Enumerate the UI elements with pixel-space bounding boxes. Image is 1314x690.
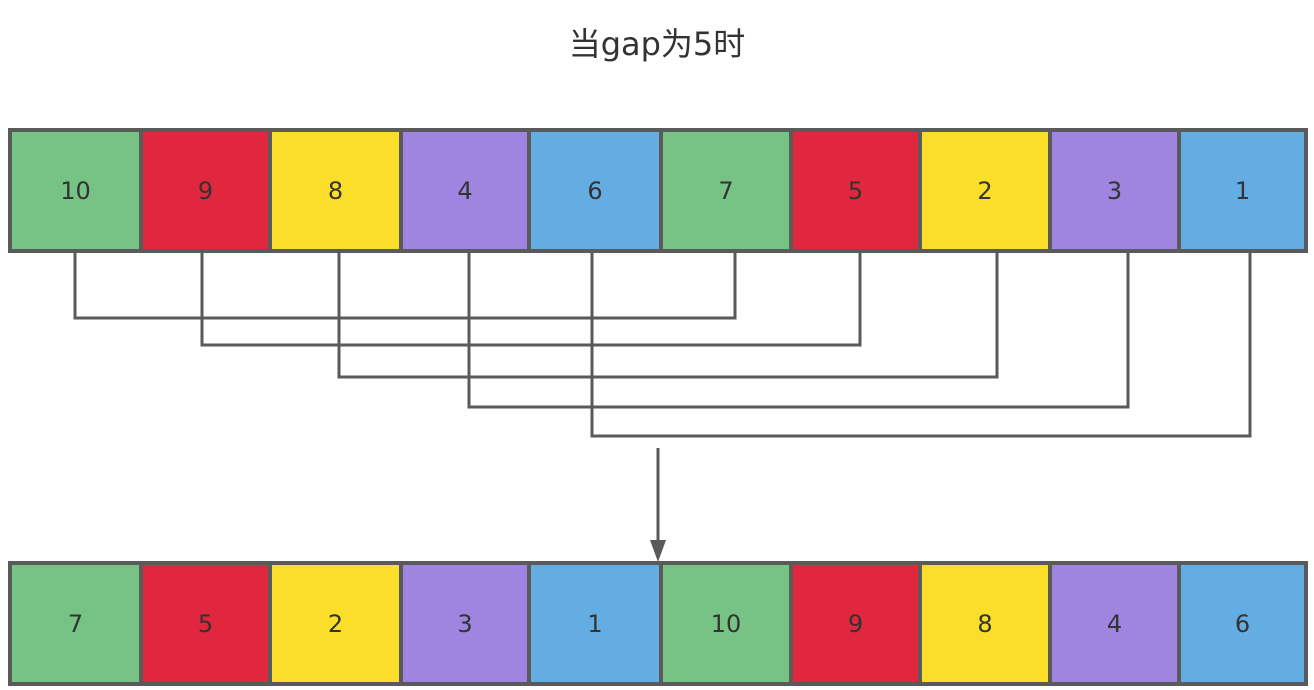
after-cell-4: 1 bbox=[527, 561, 663, 686]
before-cell-2: 8 bbox=[268, 128, 403, 253]
gap-pair-connector-1 bbox=[200, 253, 862, 347]
down-arrow-icon bbox=[650, 540, 666, 562]
after-cell-9: 6 bbox=[1177, 561, 1308, 686]
after-cell-6: 9 bbox=[789, 561, 922, 686]
gap-pair-connector-2 bbox=[337, 253, 999, 379]
gap-pair-connector-3 bbox=[467, 253, 1130, 409]
before-cell-3: 4 bbox=[399, 128, 531, 253]
before-cell-0: 10 bbox=[8, 128, 143, 253]
after-cell-5: 10 bbox=[659, 561, 793, 686]
before-cell-8: 3 bbox=[1048, 128, 1181, 253]
gap-pair-connector-0 bbox=[73, 253, 737, 320]
after-cell-0: 7 bbox=[8, 561, 143, 686]
after-cell-3: 3 bbox=[399, 561, 531, 686]
gap-pair-connector-4 bbox=[590, 253, 1252, 438]
after-cell-1: 5 bbox=[139, 561, 272, 686]
before-cell-9: 1 bbox=[1177, 128, 1308, 253]
before-cell-6: 5 bbox=[789, 128, 922, 253]
before-cell-7: 2 bbox=[918, 128, 1052, 253]
after-cell-2: 2 bbox=[268, 561, 403, 686]
diagram-title: 当gap为5时 bbox=[568, 25, 746, 63]
before-cell-4: 6 bbox=[527, 128, 663, 253]
after-cell-7: 8 bbox=[918, 561, 1052, 686]
after-cell-8: 4 bbox=[1048, 561, 1181, 686]
